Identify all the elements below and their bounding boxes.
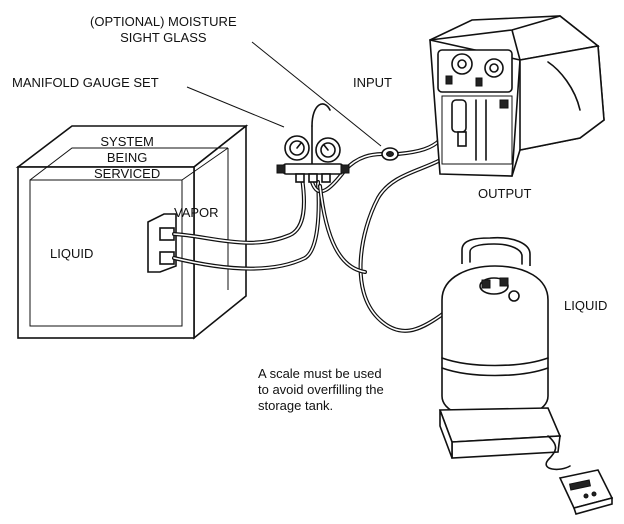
label-vapor: VAPOR bbox=[174, 205, 219, 220]
storage-tank bbox=[441, 236, 549, 421]
scale bbox=[438, 407, 571, 471]
sight-glass bbox=[381, 147, 399, 161]
system-unit bbox=[15, 124, 249, 340]
label-liquid-right: LIQUID bbox=[564, 298, 608, 313]
scale-note: A scale must be used to avoid overfillin… bbox=[258, 366, 384, 413]
service-valve-block bbox=[147, 213, 177, 273]
label-system: SYSTEM BEING SERVICED bbox=[94, 134, 161, 181]
scale-display bbox=[558, 469, 614, 515]
leader-lines bbox=[186, 41, 382, 147]
label-moisture-glass: (OPTIONAL) MOISTURE SIGHT GLASS bbox=[90, 14, 237, 45]
recovery-machine bbox=[429, 15, 605, 177]
label-output: OUTPUT bbox=[478, 186, 532, 201]
manifold-gauge-set bbox=[276, 103, 350, 183]
label-input: INPUT bbox=[353, 75, 392, 90]
label-liquid-left: LIQUID bbox=[50, 246, 94, 261]
label-manifold: MANIFOLD GAUGE SET bbox=[12, 75, 159, 90]
